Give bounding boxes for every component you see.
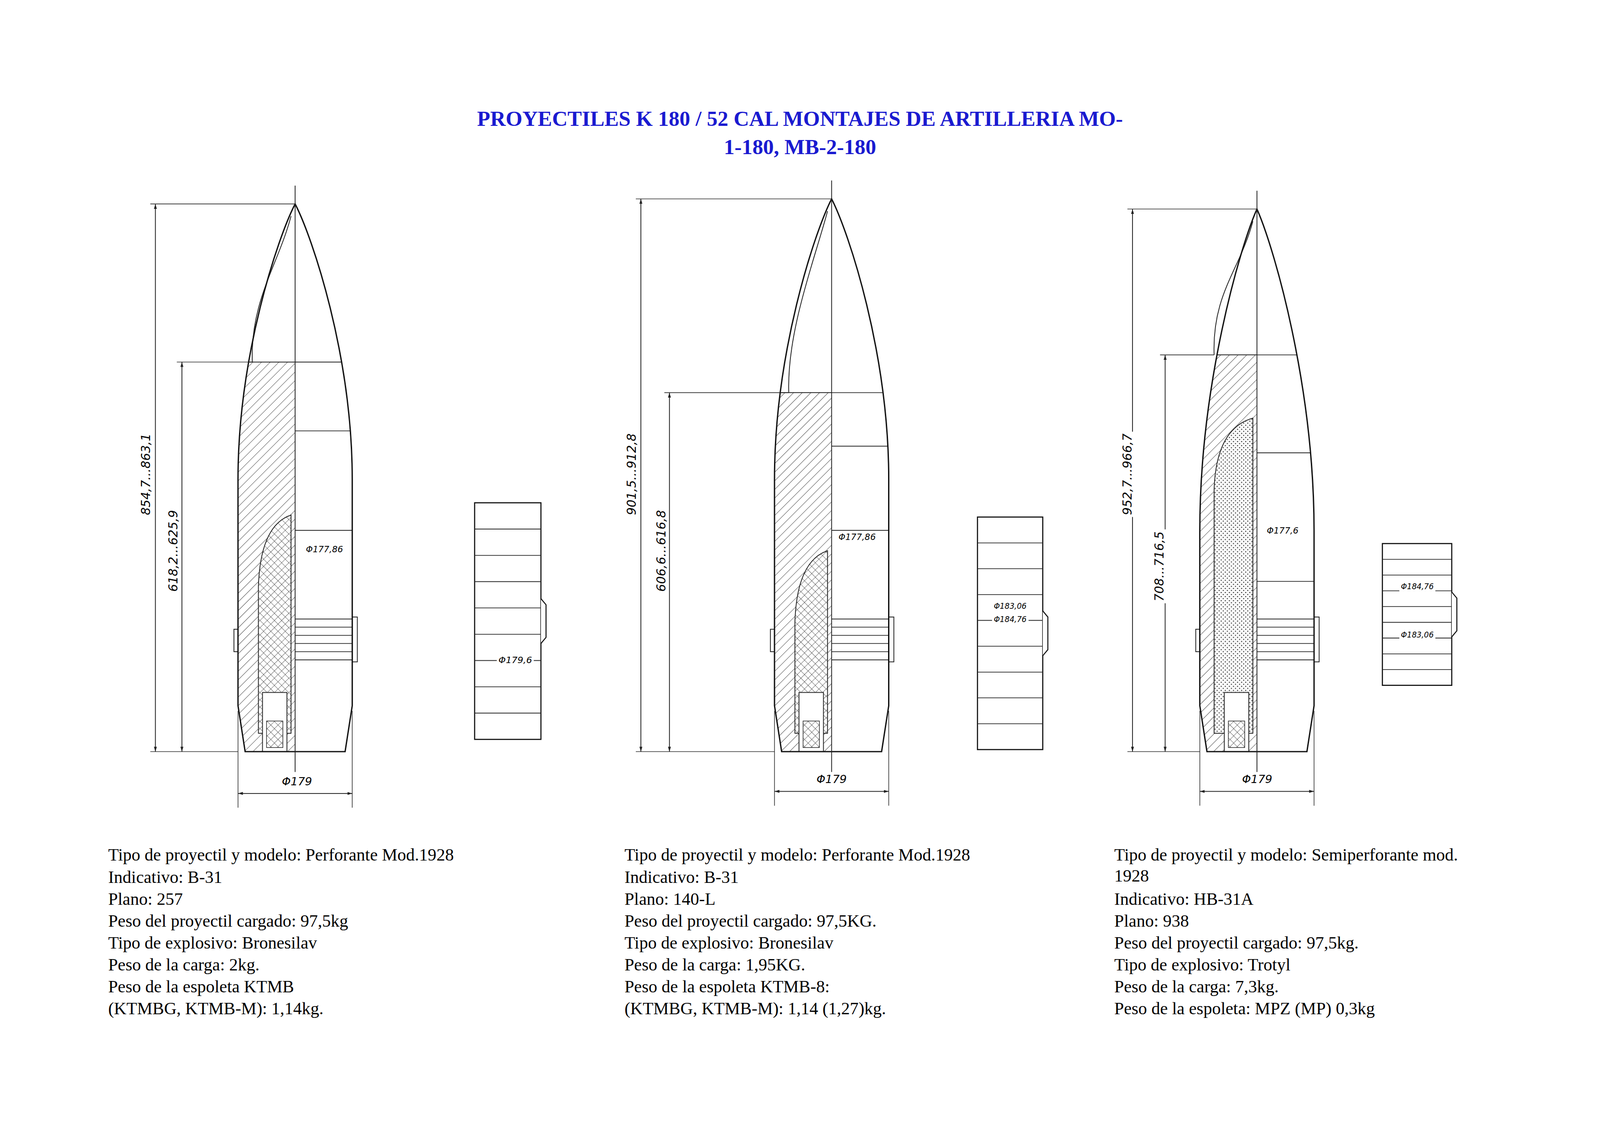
dimension-label: Φ183,06 xyxy=(1399,630,1436,640)
specification-line: Tipo de explosivo: Bronesilav xyxy=(624,932,834,954)
shell-sections xyxy=(150,180,1458,808)
dimension-label: Φ177,6 xyxy=(1265,525,1301,536)
specification-line: Plano: 140-L xyxy=(624,888,716,910)
dimension-label: 618,2...625,9 xyxy=(166,508,181,594)
shell-section xyxy=(635,180,1048,806)
dimension-label: Φ179 xyxy=(1240,772,1274,787)
dimension-label: Φ184,76 xyxy=(992,614,1029,624)
dimension-label: 901,5...912,8 xyxy=(624,431,639,518)
dimension-label: Φ183,06 xyxy=(992,601,1029,611)
specification-line: Tipo de proyectil y modelo: Perforante M… xyxy=(108,844,454,866)
dimension-label: Φ179,6 xyxy=(496,654,534,666)
specification-line: Peso de la espoleta: MPZ (MP) 0,3kg xyxy=(1114,998,1375,1020)
dimension-label: 952,7...966,7 xyxy=(1120,431,1135,518)
dimension-label: Φ177,86 xyxy=(304,543,345,555)
dimension-label: 708...716,5 xyxy=(1151,529,1167,604)
page-title: PROYECTILES K 180 / 52 CAL MONTAJES DE A… xyxy=(469,104,1131,161)
dimension-label: Φ179 xyxy=(280,774,314,789)
shell-section xyxy=(1127,190,1457,806)
specification-line: Indicativo: B-31 xyxy=(108,867,223,889)
specification-line: Peso del proyectil cargado: 97,5kg xyxy=(108,910,349,932)
specification-line: Peso de la carga: 2kg. xyxy=(108,954,260,976)
shell-section xyxy=(150,185,547,808)
dimension-label: Φ184,76 xyxy=(1399,581,1436,592)
dimension-label: Φ179 xyxy=(814,772,849,787)
dimension-label: Φ177,86 xyxy=(836,531,878,542)
specification-line: (KTMBG, KTMB-M): 1,14kg. xyxy=(108,998,324,1020)
specification-line: Tipo de proyectil y modelo: Semiperforan… xyxy=(1114,844,1467,887)
specification-line: Peso del proyectil cargado: 97,5kg. xyxy=(1114,932,1359,954)
dimension-label: 606,6...616,8 xyxy=(654,508,669,594)
specification-line: Peso de la espoleta KTMB xyxy=(108,976,295,998)
specification-line: Indicativo: B-31 xyxy=(624,867,739,889)
specification-line: Peso de la carga: 1,95KG. xyxy=(624,954,806,976)
specification-line: Indicativo: HB-31A xyxy=(1114,888,1254,910)
specification-line: Tipo de explosivo: Bronesilav xyxy=(108,932,317,954)
specification-line: Peso del proyectil cargado: 97,5KG. xyxy=(624,910,877,932)
specification-line: Tipo de proyectil y modelo: Perforante M… xyxy=(624,844,971,866)
specification-line: Plano: 257 xyxy=(108,888,183,910)
specification-line: Peso de la espoleta KTMB-8: xyxy=(624,976,830,998)
specification-line: Plano: 938 xyxy=(1114,910,1190,932)
specification-line: (KTMBG, KTMB-M): 1,14 (1,27)kg. xyxy=(624,998,886,1020)
specification-line: Peso de la carga: 7,3kg. xyxy=(1114,976,1279,998)
specification-line: Tipo de explosivo: Trotyl xyxy=(1114,954,1291,976)
dimension-label: 854,7...863,1 xyxy=(138,431,154,518)
